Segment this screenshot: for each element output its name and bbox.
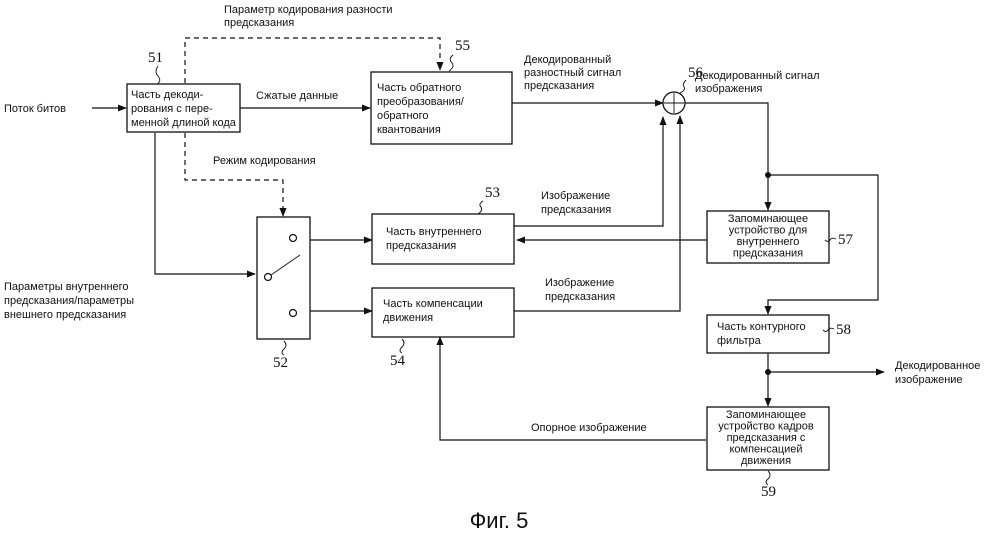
bitstream-label: Поток битов <box>4 103 66 115</box>
pred-diff-param-label: Параметр кодирования разностипредсказани… <box>224 4 393 29</box>
leader-53 <box>478 201 483 214</box>
mc-pred-image-label: Изображение предсказания <box>545 277 615 303</box>
ref-58: 58 <box>836 322 851 338</box>
inverse-transform-block-text-line: преобразования/ <box>377 96 465 108</box>
leader-51 <box>156 66 160 84</box>
vld-block-text-line: Часть декоди- <box>131 89 204 101</box>
motion-compensation-block: Часть компенсации движения <box>372 288 514 337</box>
decoded-diff-label-line: разностный сигнал <box>524 67 621 79</box>
switch-block <box>257 217 310 339</box>
frame-memory-block: Запоминающееустройство кадровпредсказани… <box>707 407 829 470</box>
ref-55: 55 <box>455 38 470 54</box>
figure-caption: Фиг. 5 <box>470 508 529 533</box>
frame-memory-block-text-line: устройство кадров <box>718 421 814 433</box>
intra-memory-block-text-line: Запоминающее <box>728 213 808 225</box>
intra-pred-image-label-line: Изображение <box>541 190 610 202</box>
inverse-transform-block-text-line: Часть обратного <box>377 82 461 94</box>
intra-memory-block: Запоминающееустройство длявнутреннегопре… <box>707 211 829 263</box>
intra-pred-image-label: Изображение предсказания <box>541 190 611 216</box>
pred-diff-param-label-line: предсказания <box>224 17 294 29</box>
frame-memory-block-text-line: Запоминающее <box>726 409 806 421</box>
decoded-signal-label: Декодированный сигнализображения <box>695 70 820 95</box>
coding-mode-arrow <box>185 133 283 216</box>
intra-prediction-block: Часть внутреннего предсказания <box>372 214 514 264</box>
decoded-diff-label-line: Декодированный <box>524 54 611 66</box>
motion-compensation-block-text-line: движения <box>383 312 433 324</box>
decoded-signal-label-line: Декодированный сигнал <box>695 70 820 82</box>
ref-57: 57 <box>838 232 854 248</box>
decoded-diff-label: Декодированныйразностный сигналпредсказа… <box>524 54 621 92</box>
compressed-data-label: Сжатые данные <box>256 90 338 102</box>
mc-pred-image-label-line: Изображение <box>545 277 614 289</box>
leader-55 <box>449 55 453 71</box>
adder <box>663 92 685 114</box>
leader-52 <box>282 341 286 355</box>
vld-block-text-line: рования с пере- <box>131 103 213 115</box>
decoded-diff-label-line: предсказания <box>524 80 594 92</box>
motion-compensation-block-text-line: Часть компенсации <box>383 298 483 310</box>
junction-dot <box>765 172 771 178</box>
ref-59: 59 <box>761 484 776 500</box>
vld-block-text-line: менной длиной кода <box>131 117 237 129</box>
inverse-transform-block-text-line: обратного <box>377 110 429 122</box>
intra-prediction-block-text-line: Часть внутреннего <box>386 226 482 238</box>
mc-pred-image-label-line: предсказания <box>545 291 615 303</box>
leader-54 <box>400 339 404 353</box>
inverse-transform-block: Часть обратного преобразования/обратного к… <box>371 72 512 144</box>
intra-pred-image-label-line: предсказания <box>541 204 611 216</box>
decoded-signal-label-line: изображения <box>695 83 762 95</box>
params-label: Параметры внутреннего предсказания/параме… <box>4 281 134 321</box>
ref-54: 54 <box>390 353 406 369</box>
decoded-signal-arrow <box>685 103 768 210</box>
decoded-image-label-line: Декодированное <box>895 360 980 372</box>
frame-memory-block-text-line: предсказания с <box>727 432 806 444</box>
reference-image-label: Опорное изображение <box>531 422 647 434</box>
intra-memory-block-text-line: внутреннего <box>737 236 800 248</box>
ref-53: 53 <box>485 185 500 201</box>
params-label-line: предсказания/параметры <box>4 295 134 307</box>
intra-memory-block-text-line: устройство для <box>729 225 808 237</box>
junction-dot <box>765 369 771 375</box>
loop-filter-block-text-line: фильтра <box>717 335 762 347</box>
intra-memory-block-text: Запоминающееустройство длявнутреннегопре… <box>728 213 808 260</box>
leader-59 <box>766 471 770 485</box>
frame-memory-block-text-line: компенсацией <box>729 444 802 456</box>
params-label-line: Параметры внутреннего <box>4 281 129 293</box>
decoded-image-label: Декодированное изображение <box>895 360 980 386</box>
params-label-line: внешнего предсказания <box>4 309 126 321</box>
pred-diff-param-label-line: Параметр кодирования разности <box>224 4 393 16</box>
loop-filter-block: Часть контурного фильтра <box>707 315 829 353</box>
intra-memory-block-text-line: предсказания <box>733 248 803 260</box>
leader-56 <box>680 80 686 93</box>
loop-filter-block-text-line: Часть контурного <box>717 321 806 333</box>
ref-51: 51 <box>148 50 163 66</box>
frame-memory-block-text-line: движения <box>741 455 791 467</box>
ref-52: 52 <box>273 355 288 371</box>
decoded-image-label-line: изображение <box>895 374 963 386</box>
coding-mode-label: Режим кодирования <box>213 155 316 167</box>
vld-block: Часть декоди-рования с пере-менной длино… <box>127 84 240 132</box>
intra-prediction-block-text-line: предсказания <box>386 240 456 252</box>
inverse-transform-block-text-line: квантования <box>377 124 441 136</box>
ref-56: 56 <box>688 65 704 81</box>
